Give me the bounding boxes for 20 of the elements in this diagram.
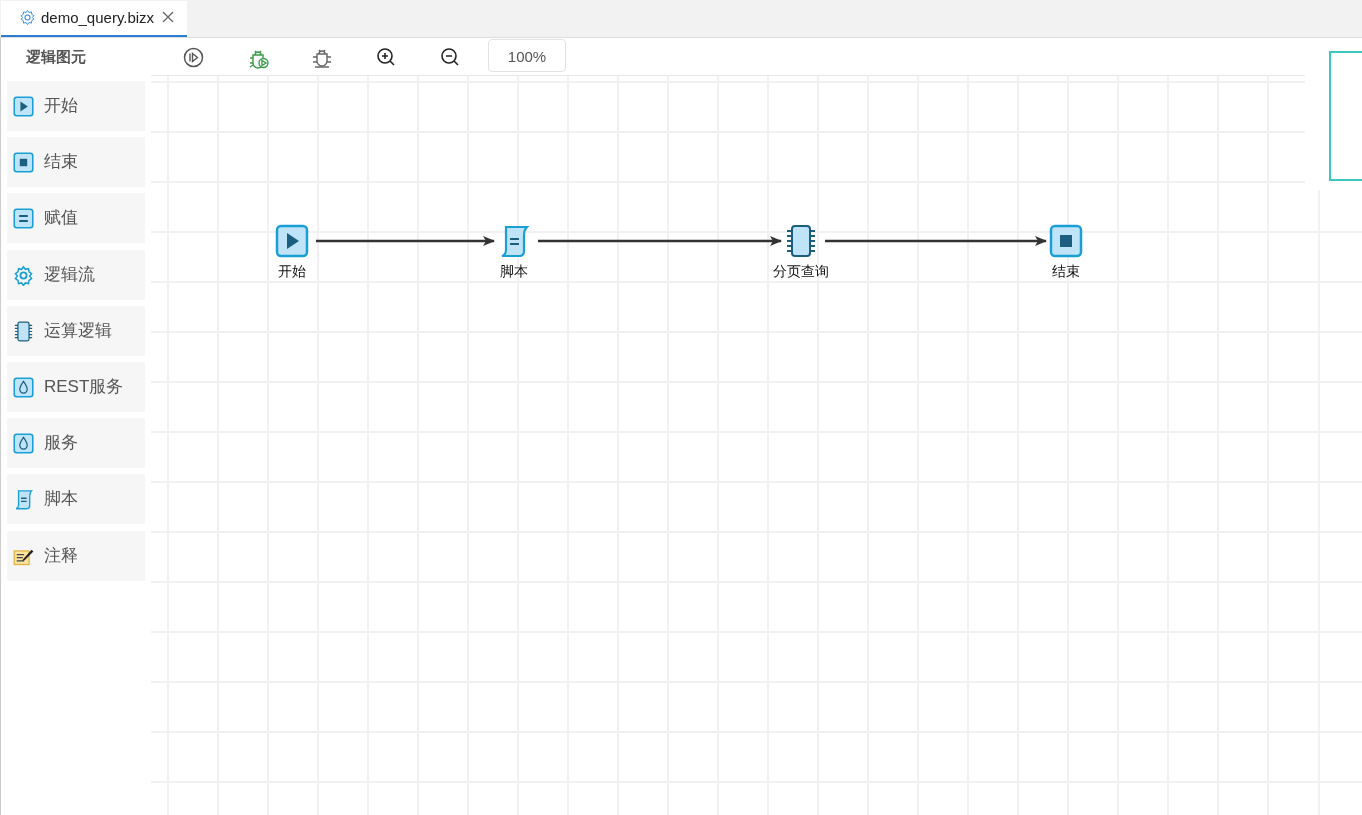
tab-title: demo_query.bizx <box>41 9 155 26</box>
palette-item-label: 开始 <box>44 95 78 117</box>
palette-item-label: 赋值 <box>44 207 78 230</box>
panel-heading: 逻辑图元 <box>26 48 86 67</box>
arrow <box>825 236 1047 246</box>
palette-item-label: 逻辑流 <box>44 263 95 286</box>
palette-item-label: 运算逻辑 <box>44 319 112 342</box>
node-label: 脚本 <box>499 263 529 281</box>
node-label: 开始 <box>277 263 307 281</box>
palette-item-label: 脚本 <box>44 488 78 511</box>
arrow <box>316 236 495 246</box>
palette-item-label: 服务 <box>44 432 78 455</box>
arrow <box>538 236 782 246</box>
node-label: 结束 <box>1051 263 1081 281</box>
node-label: 分页查询 <box>772 263 830 281</box>
zoom-level-field: 100% <box>488 39 566 72</box>
palette-item-label: REST服务 <box>44 376 124 398</box>
palette-item-label: 注释 <box>44 544 78 567</box>
minimap-box <box>1329 51 1362 181</box>
palette-item-label: 结束 <box>44 151 78 174</box>
